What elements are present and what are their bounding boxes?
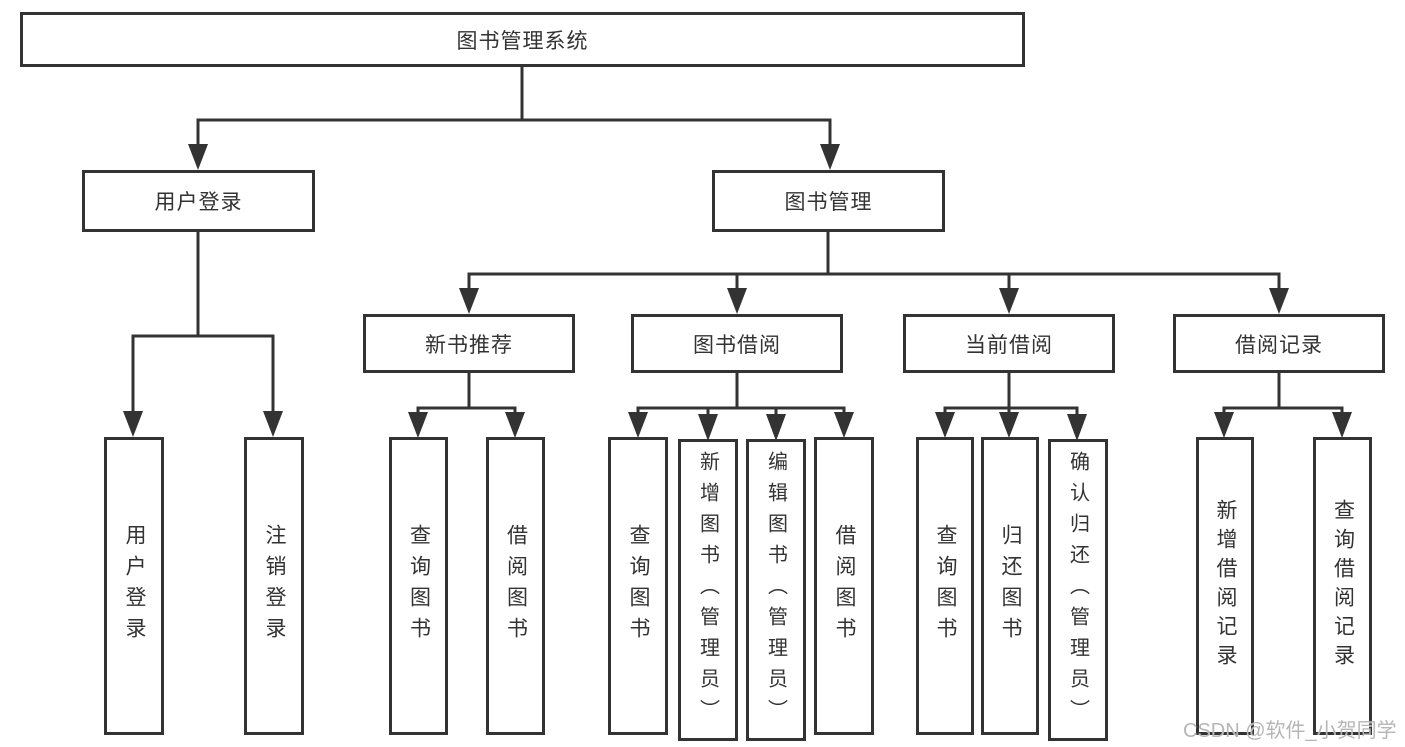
leaf-add-book-admin: 新增图书（管理员） — [678, 439, 738, 741]
node-label: 图书管理系统 — [456, 29, 589, 53]
node-label: 新增借阅记录 — [1214, 499, 1237, 673]
leaf-confirm-return-admin: 确认归还（管理员） — [1048, 439, 1108, 741]
node-user-login: 用户登录 — [82, 170, 315, 232]
node-label: 用户登录 — [123, 524, 146, 648]
node-label: 编辑图书（管理员） — [764, 450, 787, 730]
node-label: 新书推荐 — [425, 333, 513, 357]
watermark: CSDN @软件_小贺同学 — [1183, 720, 1397, 742]
leaf-borrow-books-recommend: 借阅图书 — [486, 437, 545, 735]
node-label: 查询图书 — [407, 524, 431, 648]
leaf-add-borrow-record: 新增借阅记录 — [1196, 437, 1254, 735]
node-label: 查询图书 — [627, 524, 650, 648]
node-label: 图书借阅 — [693, 333, 781, 357]
node-label: 新增图书（管理员） — [696, 450, 719, 730]
leaf-return-book: 归还图书 — [981, 437, 1039, 735]
node-new-book-recommend: 新书推荐 — [363, 314, 575, 373]
node-label: 注销登录 — [263, 524, 286, 648]
node-borrowing-records: 借阅记录 — [1173, 314, 1385, 373]
node-book-management: 图书管理 — [712, 170, 945, 232]
node-label: 借阅图书 — [833, 524, 856, 648]
node-label: 查询图书 — [934, 524, 957, 648]
leaf-user-login: 用户登录 — [104, 437, 164, 735]
node-label: 用户登录 — [154, 191, 243, 214]
node-root: 图书管理系统 — [20, 12, 1025, 67]
node-label: 借阅记录 — [1235, 333, 1323, 357]
node-current-borrowing: 当前借阅 — [903, 314, 1115, 373]
leaf-query-books-recommend: 查询图书 — [389, 437, 448, 735]
leaf-query-books-borrowing: 查询图书 — [608, 437, 668, 735]
node-label: 确认归还（管理员） — [1066, 450, 1089, 730]
node-label: 图书管理 — [784, 191, 873, 214]
leaf-borrow-books-borrowing: 借阅图书 — [814, 437, 874, 735]
node-label: 借阅图书 — [504, 524, 528, 648]
node-book-borrowing: 图书借阅 — [631, 314, 843, 373]
node-label: 归还图书 — [999, 524, 1022, 648]
node-label: 查询借阅记录 — [1331, 499, 1355, 673]
node-label: 当前借阅 — [965, 333, 1053, 357]
leaf-edit-book-admin: 编辑图书（管理员） — [746, 439, 806, 741]
leaf-query-borrow-record: 查询借阅记录 — [1313, 437, 1372, 735]
leaf-logout: 注销登录 — [244, 437, 304, 735]
leaf-query-books-current: 查询图书 — [916, 437, 974, 735]
